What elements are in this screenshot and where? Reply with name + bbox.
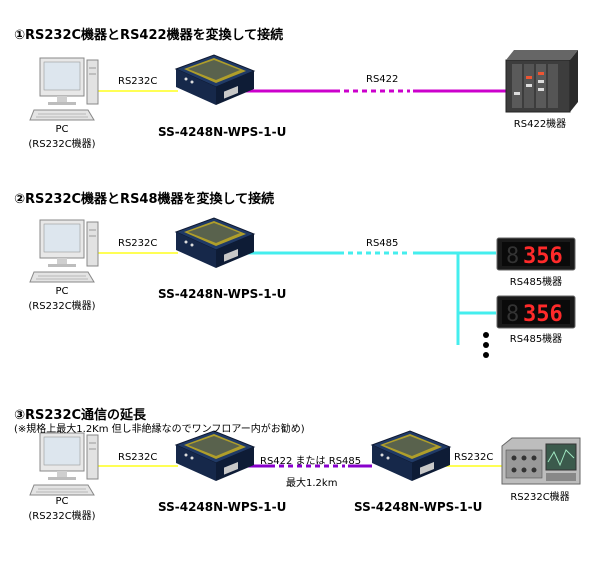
section-3-heading: ③RS232C通信の延長 bbox=[14, 408, 147, 423]
rs485-display-icon: 8 bbox=[496, 295, 576, 329]
section-1-heading: ①RS232C機器とRS422機器を変換して接続 bbox=[14, 28, 284, 43]
converter-icon bbox=[371, 430, 451, 482]
pc-caption-line2: (RS232C機器) bbox=[28, 511, 96, 522]
svg-text:8: 8 bbox=[506, 302, 519, 327]
plc-rack-icon bbox=[505, 50, 578, 113]
pc-icon bbox=[29, 432, 99, 496]
pc-caption-line1: PC bbox=[55, 286, 69, 297]
link-label-rs232c: RS232C bbox=[118, 238, 158, 249]
pc-caption-line2: (RS232C機器) bbox=[28, 139, 96, 150]
converter-icon bbox=[175, 430, 255, 482]
pc-caption-line1: PC bbox=[55, 496, 69, 507]
converter-model-2: SS-4248N-WPS-1-U bbox=[354, 500, 483, 514]
pc-caption: PC (RS232C機器) bbox=[26, 124, 98, 150]
pc-caption: PC (RS232C機器) bbox=[26, 496, 98, 522]
section-3-note: (※規格上最大1.2Km 但し非絶縁なのでワンフロアー内がお勧め) bbox=[14, 424, 305, 435]
converter-model: SS-4248N-WPS-1-U bbox=[158, 287, 287, 301]
device-caption: RS232C機器 bbox=[510, 492, 570, 503]
svg-text:8: 8 bbox=[506, 244, 519, 269]
pc-caption-line2: (RS232C機器) bbox=[28, 301, 96, 312]
device-caption: RS422機器 bbox=[513, 119, 567, 130]
rs485-display-icon: 8 bbox=[496, 237, 576, 271]
converter-model: SS-4248N-WPS-1-U bbox=[158, 125, 287, 139]
pc-caption-line1: PC bbox=[55, 124, 69, 135]
more-devices-dots bbox=[483, 332, 489, 358]
device-caption-2: RS485機器 bbox=[509, 334, 563, 345]
section-2-heading: ②RS232C機器とRS48機器を変換して接続 bbox=[14, 192, 275, 207]
device-caption-1: RS485機器 bbox=[509, 277, 563, 288]
pc-icon bbox=[29, 57, 99, 121]
link-label-rs422-or-rs485: RS422 または RS485 bbox=[260, 456, 362, 467]
instrument-icon bbox=[501, 437, 581, 485]
pc-caption: PC (RS232C機器) bbox=[26, 286, 98, 312]
link-label-rs232c: RS232C bbox=[118, 76, 158, 87]
link-label-rs232c: RS232C bbox=[454, 452, 494, 463]
link-label-max-distance: 最大1.2km bbox=[286, 478, 338, 489]
converter-icon bbox=[175, 54, 255, 106]
pc-icon bbox=[29, 219, 99, 283]
link-label-rs422: RS422 bbox=[366, 74, 399, 85]
link-label-rs232c: RS232C bbox=[118, 452, 158, 463]
display-value-2: 356 bbox=[523, 302, 563, 327]
converter-model-1: SS-4248N-WPS-1-U bbox=[158, 500, 287, 514]
display-value-1: 356 bbox=[523, 244, 563, 269]
converter-icon bbox=[175, 217, 255, 269]
link-label-rs485: RS485 bbox=[366, 238, 399, 249]
